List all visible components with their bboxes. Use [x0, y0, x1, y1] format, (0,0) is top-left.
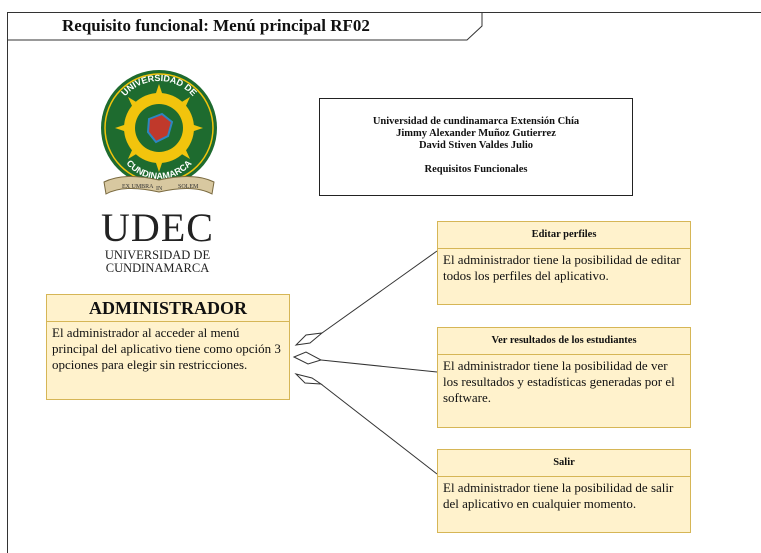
udec-wordmark: UDEC UNIVERSIDAD DE CUNDINAMARCA [85, 207, 230, 275]
logo-ribbon [103, 176, 215, 195]
connector-line-2 [320, 359, 438, 373]
svg-text:EX UMBRA: EX UMBRA [122, 184, 154, 190]
udec-sub-line-2: CUNDINAMARCA [105, 261, 210, 275]
logo-map-shape [146, 112, 174, 144]
connector-diamond-3 [294, 373, 323, 385]
title-tab [7, 12, 483, 41]
connector-diamond-2 [292, 351, 323, 365]
option-card-editar-perfiles: Editar perfiles El administrador tiene l… [437, 221, 691, 305]
admin-card-text: El administrador al acceder al menú prin… [52, 325, 281, 372]
frame-top-border [7, 12, 761, 13]
option-card-salir: Salir El administrador tiene la posibili… [437, 449, 691, 533]
info-line-university: Universidad de cundinamarca Extensión Ch… [372, 116, 580, 127]
frame-left-border [7, 12, 8, 553]
connector-line-1 [321, 250, 438, 334]
option-card-text: El administrador tiene la posibilidad de… [443, 358, 675, 405]
admin-card: ADMINISTRADOR El administrador al accede… [46, 294, 290, 400]
info-box: Universidad de cundinamarca Extensión Ch… [319, 98, 633, 196]
option-card-ver-resultados: Ver resultados de los estudiantes El adm… [437, 327, 691, 428]
university-logo: UNIVERSIDAD DE CUNDINAMARCA EX UMBRA IN … [94, 64, 224, 204]
udec-sub-line-1: UNIVERSIDAD DE [104, 248, 211, 262]
svg-text:SOLEM: SOLEM [178, 184, 199, 190]
admin-card-heading: ADMINISTRADOR [47, 295, 289, 322]
svg-text:IN: IN [156, 186, 163, 192]
connector-line-3 [320, 383, 438, 475]
option-card-heading: Editar perfiles [438, 222, 690, 249]
udec-wordmark-title: UDEC [101, 205, 214, 250]
info-line-author-2: David Stiven Valdes Julio [418, 140, 534, 151]
option-card-heading: Salir [438, 450, 690, 477]
info-line-author-1: Jimmy Alexander Muñoz Gutierrez [396, 128, 556, 139]
option-card-text: El administrador tiene la posibilidad de… [443, 252, 681, 283]
option-card-heading: Ver resultados de los estudiantes [438, 328, 690, 355]
connector-diamond-1 [294, 332, 324, 346]
info-subtitle: Requisitos Funcionales [424, 164, 528, 175]
diagram-title: Requisito funcional: Menú principal RF02 [62, 16, 370, 35]
option-card-text: El administrador tiene la posibilidad de… [443, 480, 674, 511]
